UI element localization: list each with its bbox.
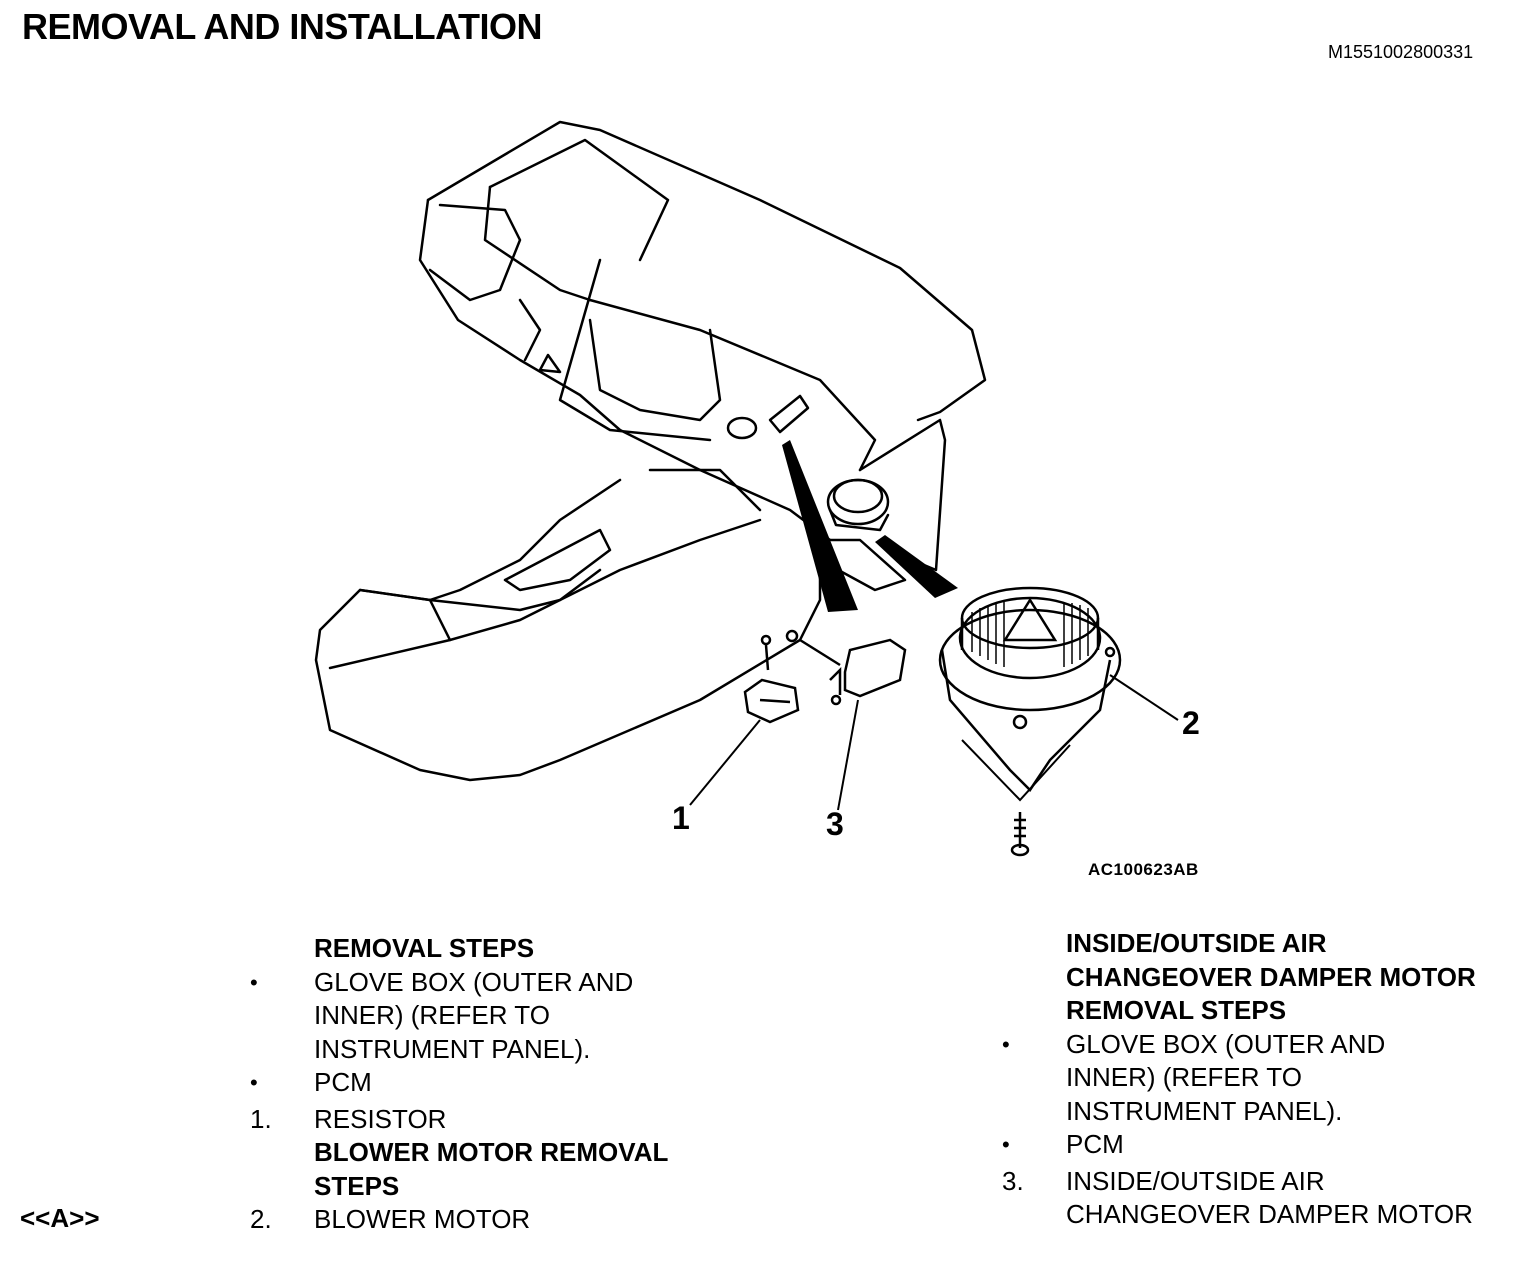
pointer-wedge-left — [782, 440, 858, 612]
list-item: • PCM — [250, 1066, 750, 1100]
list-item-text: INSTRUMENT PANEL). — [1066, 1095, 1343, 1126]
heading-line: INSIDE/OUTSIDE AIR — [1066, 928, 1327, 958]
list-item: • GLOVE BOX (OUTER AND INNER) (REFER TO … — [1002, 1028, 1512, 1129]
left-steps: REMOVAL STEPS • GLOVE BOX (OUTER AND INN… — [250, 932, 750, 1237]
page-title: REMOVAL AND INSTALLATION — [22, 6, 542, 47]
list-item-text: PCM — [1066, 1129, 1124, 1159]
list-item: 3. INSIDE/OUTSIDE AIR CHANGEOVER DAMPER … — [1002, 1165, 1512, 1232]
list-item-text: INSTRUMENT PANEL). — [314, 1033, 591, 1064]
exploded-view-illustration — [314, 120, 1179, 857]
leader-line-1 — [689, 719, 761, 806]
list-item: • GLOVE BOX (OUTER AND INNER) (REFER TO … — [250, 966, 750, 1067]
bullet-icon: • — [1002, 1132, 1010, 1157]
callout-3: 3 — [826, 806, 844, 842]
damper-motor-part — [785, 629, 907, 706]
bullet-icon: • — [250, 1070, 258, 1095]
list-item-text: INNER) (REFER TO — [314, 1000, 550, 1030]
screw — [1010, 812, 1030, 857]
damper-motor-heading: INSIDE/OUTSIDE AIR CHANGEOVER DAMPER MOT… — [1002, 927, 1512, 1028]
right-steps: INSIDE/OUTSIDE AIR CHANGEOVER DAMPER MOT… — [1002, 927, 1512, 1232]
removal-steps-heading: REMOVAL STEPS — [314, 933, 535, 963]
dashboard-outline — [426, 120, 987, 422]
list-item-text: GLOVE BOX (OUTER AND — [314, 966, 634, 997]
list-item: • PCM — [1002, 1128, 1512, 1162]
blower-motor-part — [938, 586, 1122, 792]
list-item-text: CHANGEOVER DAMPER MOTOR — [1066, 1199, 1473, 1229]
list-item-text: INNER) (REFER TO — [1066, 1062, 1302, 1092]
list-item-text: PCM — [314, 1067, 372, 1097]
list-item-text: GLOVE BOX (OUTER AND — [1066, 1028, 1386, 1059]
heading-line: STEPS — [314, 1170, 400, 1201]
step-number: 2. — [250, 1204, 272, 1234]
bullet-icon: • — [1002, 1031, 1010, 1057]
list-item-text: BLOWER MOTOR — [314, 1204, 531, 1234]
callout-1: 1 — [672, 800, 690, 836]
list-item: 1. RESISTOR — [250, 1103, 750, 1137]
list-item: 2. BLOWER MOTOR — [250, 1203, 750, 1237]
list-item-text: RESISTOR — [314, 1103, 447, 1134]
step-number: 1. — [250, 1103, 272, 1134]
reference-tag: <<A>> — [20, 1203, 100, 1233]
center-console-outline — [314, 478, 822, 782]
resistor-part — [743, 634, 800, 724]
leader-line-3 — [837, 699, 859, 811]
heading-line: BLOWER MOTOR REMOVAL — [314, 1137, 669, 1167]
blower-motor-heading: BLOWER MOTOR REMOVAL STEPS — [250, 1136, 750, 1203]
heading-line: REMOVAL STEPS — [1066, 995, 1287, 1025]
figure-code: AC100623AB — [1088, 860, 1199, 879]
callout-2: 2 — [1182, 705, 1200, 741]
pointer-wedge-right — [875, 535, 958, 598]
document-id: M1551002800331 — [1328, 42, 1474, 62]
leader-line-2 — [1109, 674, 1179, 721]
heading-line: CHANGEOVER DAMPER MOTOR — [1066, 961, 1476, 992]
list-item-text: INSIDE/OUTSIDE AIR — [1066, 1165, 1325, 1196]
step-number: 3. — [1002, 1165, 1024, 1196]
bullet-icon: • — [250, 969, 258, 995]
